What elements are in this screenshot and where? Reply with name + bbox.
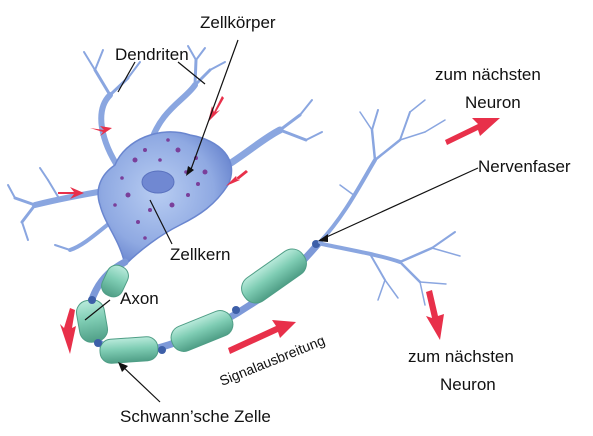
label-zum-naechsten-bottom-1: zum nächsten xyxy=(408,347,514,366)
leader-arrowhead-nervenfaser xyxy=(318,234,328,242)
nucleus xyxy=(142,171,174,193)
axon-terminals xyxy=(320,100,460,305)
label-axon: Axon xyxy=(120,289,159,308)
label-zum-naechsten-bottom-2: Neuron xyxy=(440,375,496,394)
label-zum-naechsten-top-1: zum nächsten xyxy=(435,65,541,84)
label-dendriten: Dendriten xyxy=(115,45,189,64)
label-nervenfaser: Nervenfaser xyxy=(478,157,571,176)
label-zellkoerper: Zellkörper xyxy=(200,13,276,32)
label-schwann-zelle: Schwann’sche Zelle xyxy=(120,407,271,426)
label-zellkern: Zellkern xyxy=(170,245,230,264)
label-zum-naechsten-top-2: Neuron xyxy=(465,93,521,112)
label-signalausbreitung: Signalausbreitung xyxy=(217,332,327,389)
